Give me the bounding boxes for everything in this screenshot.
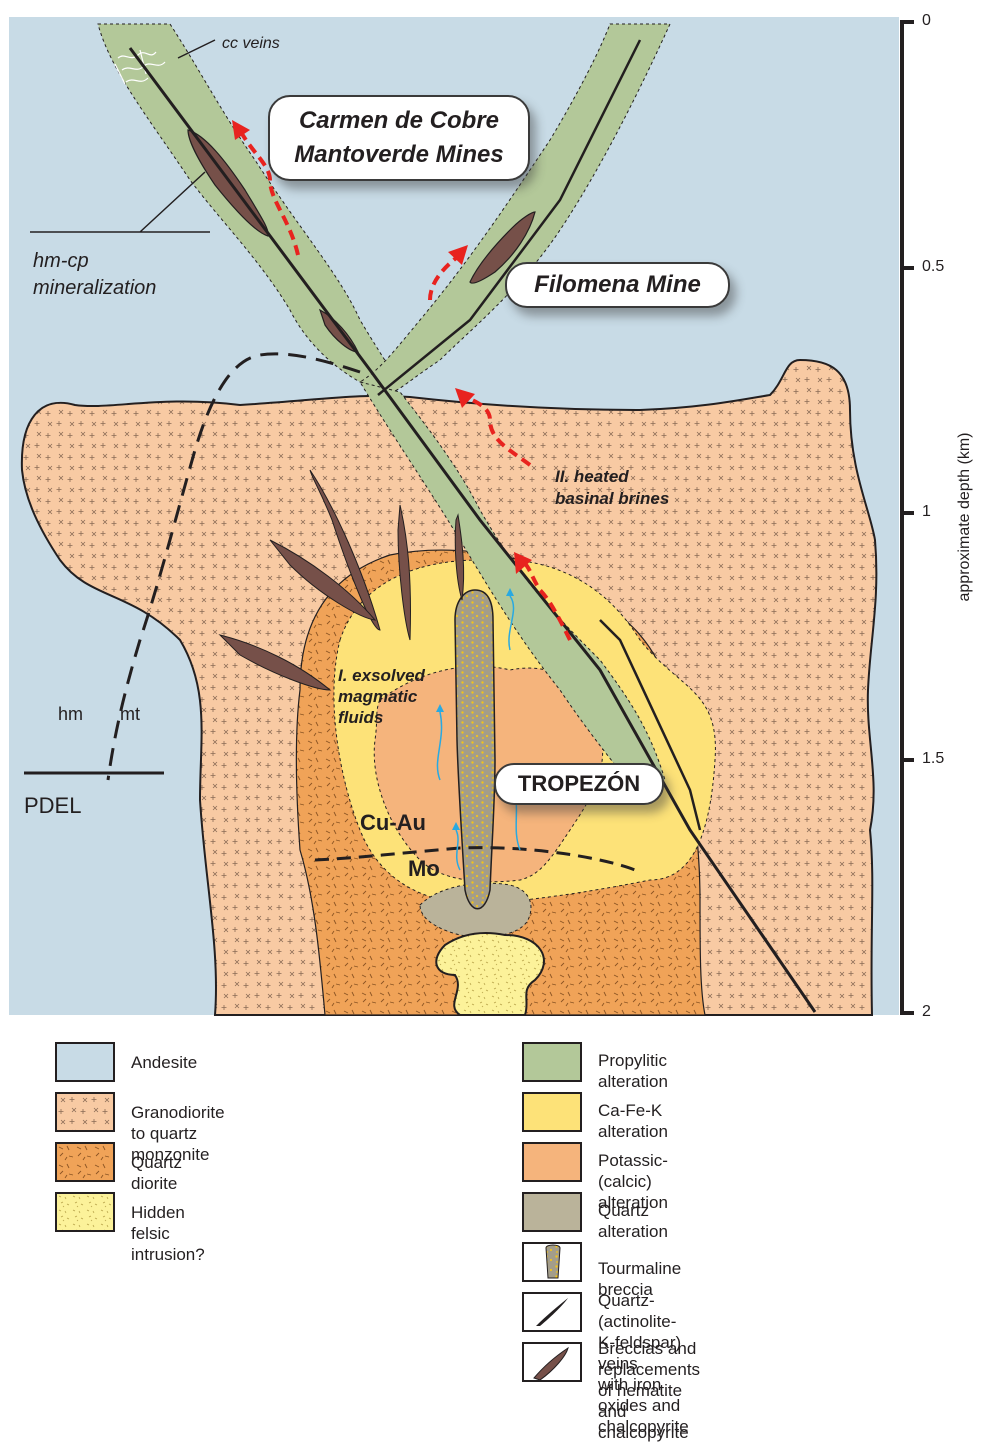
legend-swatch-andesite [55, 1042, 115, 1082]
depth-tick-0: 0 [922, 12, 931, 30]
exsolved-line-2: magmatic [338, 686, 425, 707]
depth-axis-label: approximate depth (km) [956, 407, 974, 627]
legend-swatch-quartz-diorite [55, 1142, 115, 1182]
legend-label: Quartz diorite [131, 1152, 182, 1194]
legend-label: Andesite [131, 1052, 197, 1073]
depth-tick-1-5: 1.5 [922, 750, 944, 768]
carmen-line-2: Mantoverde Mines [270, 138, 528, 172]
legend-swatch-felsic [55, 1192, 115, 1232]
legend-swatch-granodiorite [55, 1092, 115, 1132]
exsolved-fluids-label: I. exsolved magmatic fluids [338, 665, 425, 728]
legend-swatch-potassic [522, 1142, 582, 1182]
cu-au-label: Cu-Au [360, 810, 426, 836]
legend-swatch-hmbreccia [522, 1342, 582, 1382]
depth-tick-0-5: 0.5 [922, 258, 944, 276]
legend-swatch-quartz [522, 1192, 582, 1232]
heated-line-2: basinal brines [555, 488, 669, 510]
legend-swatch-propylitic [522, 1042, 582, 1082]
hm-cp-line-1: hm-cp [33, 248, 156, 275]
legend-label: Breccias and replacements of hematite an… [598, 1338, 700, 1443]
legend-label: Hidden felsic intrusion? [131, 1202, 205, 1265]
tropezon-label: TROPEZÓN [494, 763, 664, 805]
pdel-label: PDEL [24, 793, 81, 819]
carmen-line-1: Carmen de Cobre [270, 104, 528, 138]
mo-label: Mo [408, 856, 440, 882]
depth-axis [902, 20, 914, 1015]
filomena-mine-label: Filomena Mine [505, 262, 730, 308]
hmbreccia-label-line-2: and chalcopyrite [598, 1401, 700, 1443]
hm-cp-line-2: mineralization [33, 275, 156, 302]
heated-brines-label: II. heated basinal brines [555, 466, 669, 510]
legend-swatch-qveins [522, 1292, 582, 1332]
hm-cp-label: hm-cp mineralization [33, 248, 156, 302]
hm-label: hm [58, 704, 83, 725]
legend-label: Ca-Fe-K alteration [598, 1100, 668, 1142]
depth-tick-1: 1 [922, 503, 931, 521]
legend-label: Quartz alteration [598, 1200, 668, 1242]
mt-label: mt [120, 704, 140, 725]
cc-veins-label: cc veins [222, 35, 280, 53]
legend-label: Propylitic alteration [598, 1050, 668, 1092]
depth-tick-2: 2 [922, 1003, 931, 1021]
exsolved-line-1: I. exsolved [338, 665, 425, 686]
carmen-de-cobre-label: Carmen de Cobre Mantoverde Mines [268, 95, 530, 181]
legend-swatch-tourmaline [522, 1242, 582, 1282]
hmbreccia-label-line-1: Breccias and replacements of hematite [598, 1338, 700, 1401]
legend-swatch-cafek [522, 1092, 582, 1132]
heated-line-1: II. heated [555, 466, 669, 488]
exsolved-line-3: fluids [338, 707, 425, 728]
